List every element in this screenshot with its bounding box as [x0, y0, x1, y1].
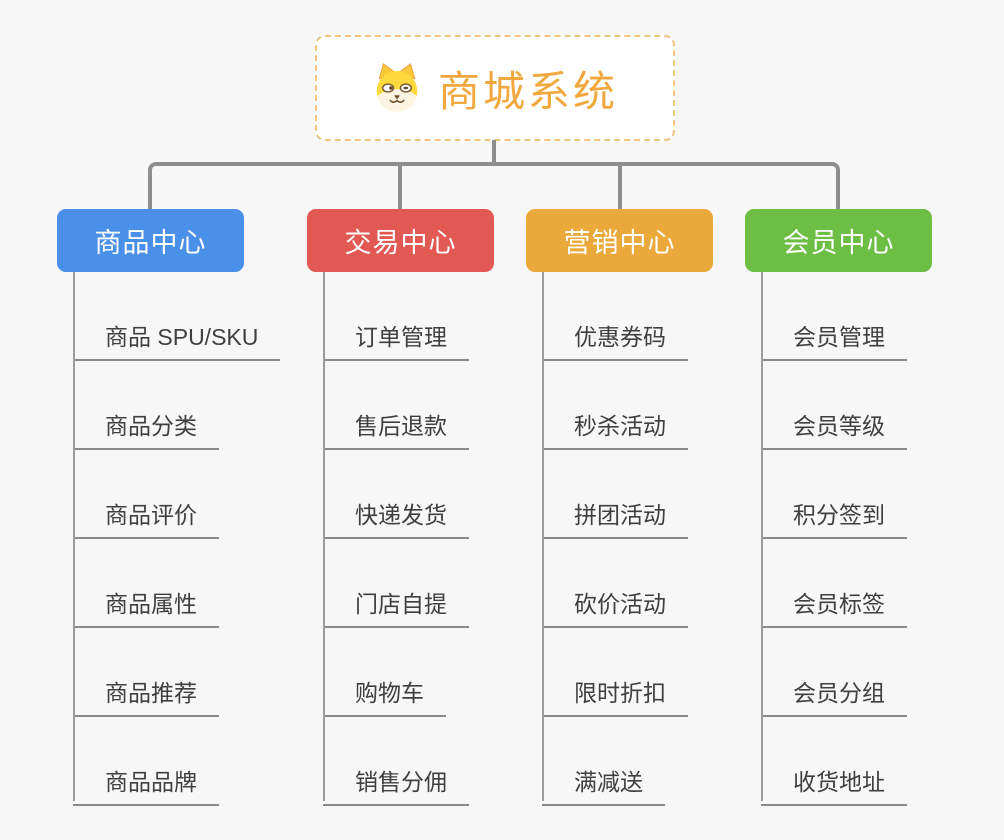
child-node: 销售分佣	[323, 717, 533, 806]
child-label[interactable]: 商品评价	[73, 496, 219, 539]
root-title: 商城系统	[437, 67, 618, 115]
child-node: 商品推荐	[73, 628, 283, 717]
child-label[interactable]: 会员分组	[761, 674, 907, 717]
child-node: 会员等级	[761, 361, 971, 450]
child-node: 订单管理	[323, 272, 533, 361]
child-label[interactable]: 商品品牌	[73, 763, 219, 806]
child-node: 商品品牌	[73, 717, 283, 806]
child-node: 秒杀活动	[542, 361, 752, 450]
child-node: 积分签到	[761, 450, 971, 539]
branch-header-trade-center[interactable]: 交易中心	[307, 209, 494, 272]
connector-drop-branch-2	[398, 164, 402, 209]
child-label[interactable]: 砍价活动	[542, 585, 688, 628]
child-node: 商品 SPU/SKU	[73, 272, 283, 361]
child-label[interactable]: 售后退款	[323, 407, 469, 450]
child-label[interactable]: 商品 SPU/SKU	[73, 318, 281, 361]
branch-children-product-center: 商品 SPU/SKU 商品分类 商品评价 商品属性 商品推荐 商品品牌	[73, 272, 283, 806]
child-label[interactable]: 积分签到	[761, 496, 907, 539]
branch-trunk-line	[761, 272, 763, 801]
branch-children-member-center: 会员管理 会员等级 积分签到 会员标签 会员分组 收货地址	[761, 272, 971, 806]
child-node: 快递发货	[323, 450, 533, 539]
child-label[interactable]: 门店自提	[323, 585, 469, 628]
branch-children-marketing-center: 优惠券码 秒杀活动 拼团活动 砍价活动 限时折扣 满减送	[542, 272, 752, 806]
child-label[interactable]: 满减送	[542, 763, 665, 806]
child-label[interactable]: 优惠券码	[542, 318, 688, 361]
child-label[interactable]: 拼团活动	[542, 496, 688, 539]
branch-trunk-line	[323, 272, 325, 801]
child-node: 砍价活动	[542, 539, 752, 628]
branch-trade-center: 交易中心 订单管理 售后退款 快递发货 门店自提 购物车 销售分佣	[307, 209, 494, 806]
branch-header-product-center[interactable]: 商品中心	[57, 209, 244, 272]
child-label[interactable]: 商品推荐	[73, 674, 219, 717]
child-label[interactable]: 收货地址	[761, 763, 907, 806]
connector-rail	[148, 162, 840, 209]
branch-trunk-line	[73, 272, 75, 801]
child-label[interactable]: 订单管理	[323, 318, 469, 361]
connector-root-stub	[492, 140, 496, 163]
child-node: 商品分类	[73, 361, 283, 450]
branch-header-member-center[interactable]: 会员中心	[745, 209, 932, 272]
child-node: 会员管理	[761, 272, 971, 361]
child-label[interactable]: 购物车	[323, 674, 446, 717]
child-node: 收货地址	[761, 717, 971, 806]
child-label[interactable]: 商品属性	[73, 585, 219, 628]
child-label[interactable]: 商品分类	[73, 407, 219, 450]
branch-member-center: 会员中心 会员管理 会员等级 积分签到 会员标签 会员分组 收货地址	[745, 209, 932, 806]
child-node: 会员标签	[761, 539, 971, 628]
child-label[interactable]: 会员管理	[761, 318, 907, 361]
dog-face-icon	[376, 63, 418, 112]
root-node[interactable]: 商城系统	[315, 35, 675, 141]
child-node: 限时折扣	[542, 628, 752, 717]
branch-header-marketing-center[interactable]: 营销中心	[526, 209, 713, 272]
branch-marketing-center: 营销中心 优惠券码 秒杀活动 拼团活动 砍价活动 限时折扣 满减送	[526, 209, 713, 806]
child-label[interactable]: 销售分佣	[323, 763, 469, 806]
child-node: 售后退款	[323, 361, 533, 450]
child-label[interactable]: 秒杀活动	[542, 407, 688, 450]
child-node: 拼团活动	[542, 450, 752, 539]
child-node: 优惠券码	[542, 272, 752, 361]
branch-product-center: 商品中心 商品 SPU/SKU 商品分类 商品评价 商品属性 商品推荐 商品品牌	[57, 209, 281, 806]
connector-drop-branch-3	[618, 164, 622, 209]
child-node: 商品评价	[73, 450, 283, 539]
child-node: 会员分组	[761, 628, 971, 717]
branch-trunk-line	[542, 272, 544, 801]
branch-children-trade-center: 订单管理 售后退款 快递发货 门店自提 购物车 销售分佣	[323, 272, 533, 806]
child-node: 商品属性	[73, 539, 283, 628]
child-label[interactable]: 限时折扣	[542, 674, 688, 717]
child-node: 购物车	[323, 628, 533, 717]
child-label[interactable]: 会员标签	[761, 585, 907, 628]
child-label[interactable]: 会员等级	[761, 407, 907, 450]
child-node: 满减送	[542, 717, 752, 806]
child-node: 门店自提	[323, 539, 533, 628]
child-label[interactable]: 快递发货	[323, 496, 469, 539]
